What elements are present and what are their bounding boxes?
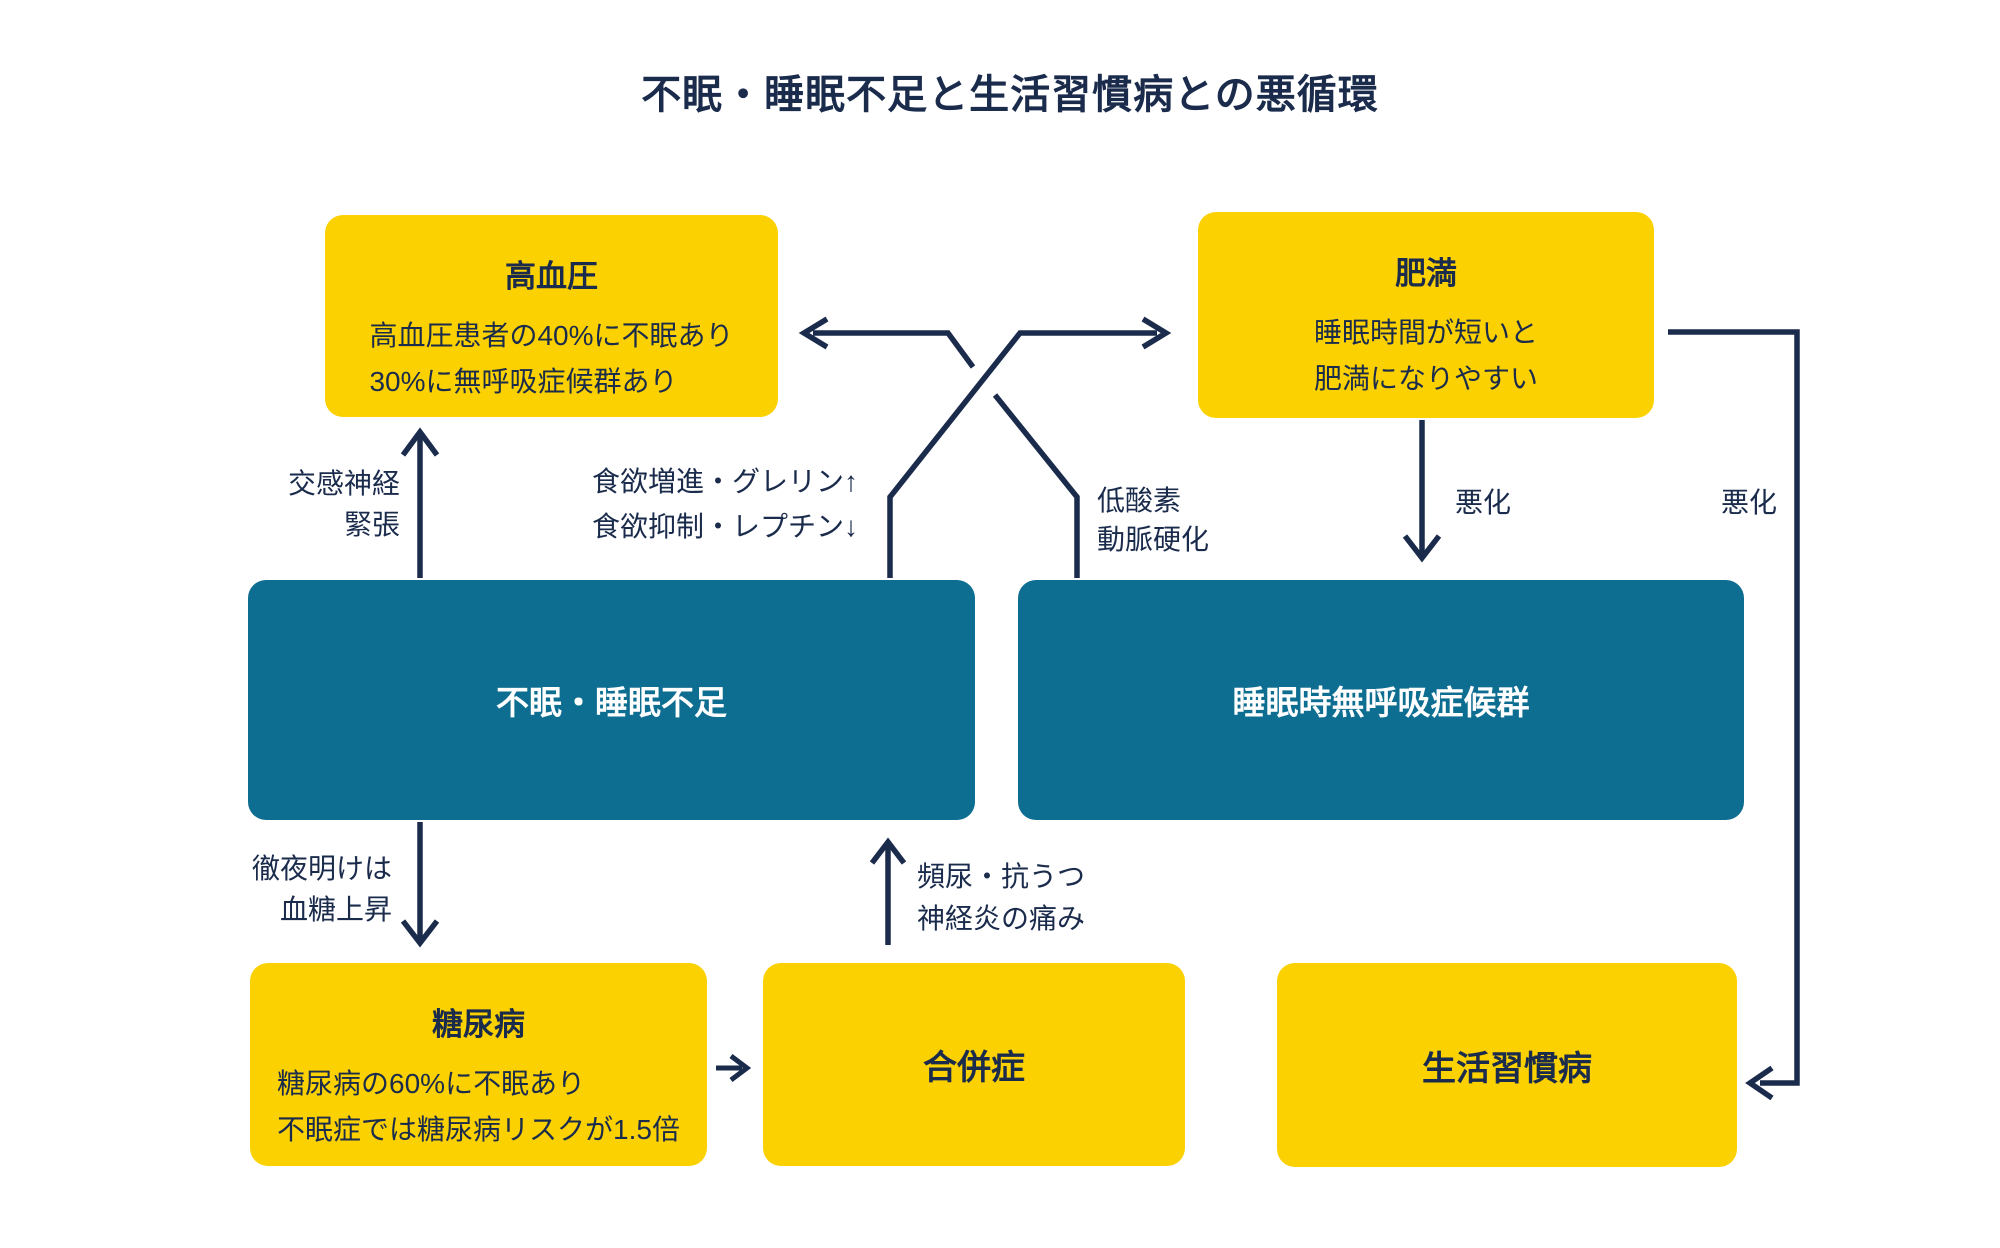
arrowhead-up-icon	[400, 427, 440, 457]
box-insomnia: 不眠・睡眠不足	[248, 580, 975, 820]
box-hypertension-body: 高血圧患者の40%に不眠あり 30%に無呼吸症候群あり	[369, 313, 733, 405]
box-lifestyle-title: 生活習慣病	[1422, 1049, 1592, 1088]
arrow-complications-to-insomnia	[869, 837, 907, 945]
arrowhead-right-icon	[729, 1054, 752, 1082]
label-line: 血糖上昇	[279, 894, 392, 925]
arrow-insomnia-to-diabetes	[400, 822, 440, 948]
box-obesity-title: 肥満	[1395, 256, 1457, 291]
arrowhead-up-icon	[869, 837, 907, 865]
box-diabetes-line: 糖尿病の60%に不眠あり	[277, 1068, 586, 1099]
box-lifestyle: 生活習慣病	[1277, 963, 1737, 1167]
label-worsening-obesity-to-apnea: 悪化	[1455, 487, 1512, 518]
arrow-obesity-to-apnea	[1402, 420, 1442, 563]
arrow-line	[813, 330, 976, 369]
label-worsening-obesity-to-lifestyle: 悪化	[1721, 487, 1778, 518]
arrowhead-right-icon	[1141, 316, 1172, 350]
arrow-line	[992, 393, 1080, 578]
label-line: 頻尿・抗うつ	[917, 861, 1086, 892]
box-apnea: 睡眠時無呼吸症候群	[1018, 580, 1744, 820]
label-overnight-blood-sugar: 徹夜明けは 血糖上昇	[200, 848, 392, 930]
label-line: 緊張	[343, 509, 400, 540]
label-line: 食欲抑制・レプチン↓	[592, 511, 859, 542]
arrowhead-down-icon	[1402, 534, 1442, 563]
arrowhead-down-icon	[400, 919, 440, 948]
box-obesity-line: 睡眠時間が短いと	[1313, 317, 1538, 348]
box-obesity-body: 睡眠時間が短いと 肥満になりやすい	[1314, 310, 1538, 402]
label-line: 神経炎の痛み	[917, 903, 1086, 934]
box-obesity: 肥満 睡眠時間が短いと 肥満になりやすい	[1198, 212, 1654, 418]
arrowhead-left-icon	[798, 316, 829, 350]
box-apnea-title: 睡眠時無呼吸症候群	[1232, 684, 1530, 721]
label-line: 動脈硬化	[1097, 524, 1210, 555]
box-hypertension: 高血圧 高血圧患者の40%に不眠あり 30%に無呼吸症候群あり	[325, 215, 778, 417]
arrow-insomnia-to-hypertension	[400, 427, 440, 578]
label-line: 低酸素	[1097, 485, 1182, 516]
box-diabetes: 糖尿病 糖尿病の60%に不眠あり 不眠症では糖尿病リスクが1.5倍	[250, 963, 707, 1166]
arrowhead-left-icon	[1745, 1065, 1774, 1101]
box-diabetes-title: 糖尿病	[432, 1007, 525, 1042]
box-obesity-line: 肥満になりやすい	[1313, 363, 1538, 394]
label-line: 食欲増進・グレリン↑	[592, 466, 859, 497]
box-hypertension-title: 高血圧	[505, 259, 598, 294]
box-hypertension-line: 高血圧患者の40%に不眠あり	[369, 320, 734, 351]
box-diabetes-body: 糖尿病の60%に不眠あり 不眠症では糖尿病リスクが1.5倍	[277, 1061, 680, 1153]
label-line: 徹夜明けは	[251, 853, 392, 884]
box-hypertension-line: 30%に無呼吸症候群あり	[369, 366, 678, 397]
box-complications: 合併症	[763, 963, 1185, 1166]
label-frequent-urination-pain: 頻尿・抗うつ 神経炎の痛み	[917, 856, 1085, 940]
label-sympathetic-tension: 交感神経 緊張	[210, 463, 400, 545]
box-complications-title: 合併症	[923, 1049, 1025, 1087]
box-diabetes-line: 不眠症では糖尿病リスクが1.5倍	[277, 1114, 680, 1145]
label-hypoxia-arteriosclerosis: 低酸素 動脈硬化	[1097, 481, 1209, 559]
label-line: 交感神経	[287, 468, 400, 499]
box-insomnia-title: 不眠・睡眠不足	[496, 684, 727, 721]
page-title: 不眠・睡眠不足と生活習慣病との悪循環	[641, 73, 1379, 117]
label-appetite-hormones: 食欲増進・グレリン↑ 食欲抑制・レプチン↓	[592, 459, 858, 549]
arrow-diabetes-to-complications	[716, 1054, 752, 1082]
